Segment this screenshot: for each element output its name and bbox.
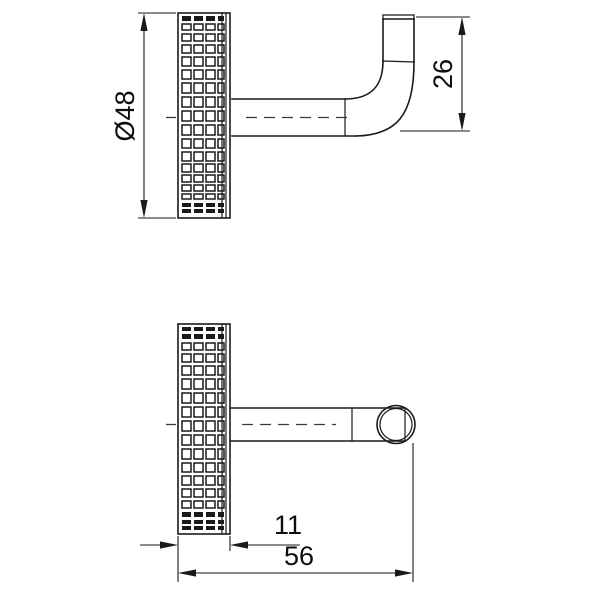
arm-bend-transition-line — [382, 60, 415, 63]
dimension-thickness-11: 11 — [140, 510, 302, 582]
plan-end-boss — [376, 404, 416, 445]
plan-rod-outline — [227, 407, 406, 442]
arm-inner-elbow-arc — [344, 60, 384, 100]
arm-outer-elbow-arc — [355, 61, 415, 137]
dim11-text: 11 — [274, 510, 302, 540]
dim56-arrow-left — [178, 569, 196, 577]
plan-boss-outer-circle — [376, 404, 416, 445]
front-arm-outline — [231, 14, 415, 137]
dim26-arrow-bottom — [458, 113, 466, 131]
dimension-height-26: 26 — [400, 16, 470, 132]
dim48-text: Ø48 — [110, 90, 140, 141]
plan-disc-body-fill — [178, 324, 230, 534]
plan-boss-inner-circle — [379, 407, 413, 442]
front-knurled-disc — [177, 12, 231, 219]
front-disc-outline — [177, 12, 231, 219]
front-disc-knurl-grid — [181, 16, 225, 213]
dim56-arrow-right — [395, 569, 413, 577]
plan-disc-outline — [177, 323, 231, 535]
front-disc-body-fill — [178, 13, 230, 218]
dim48-arrow-bottom — [140, 200, 148, 218]
dim11-arrow-right — [230, 541, 248, 549]
front-elevation-view — [166, 12, 415, 219]
plan-disc-knurl-grid — [181, 327, 225, 530]
dim26-arrow-top — [458, 17, 466, 35]
dim48-arrow-top — [140, 13, 148, 31]
dimension-diameter-48: Ø48 — [110, 12, 176, 219]
dim11-arrow-left — [160, 541, 178, 549]
dim26-text: 26 — [428, 59, 458, 89]
plan-knurled-disc — [177, 323, 231, 535]
plan-view — [166, 323, 416, 535]
dimension-length-56: 56 — [178, 443, 414, 582]
dim56-text: 56 — [284, 541, 314, 571]
